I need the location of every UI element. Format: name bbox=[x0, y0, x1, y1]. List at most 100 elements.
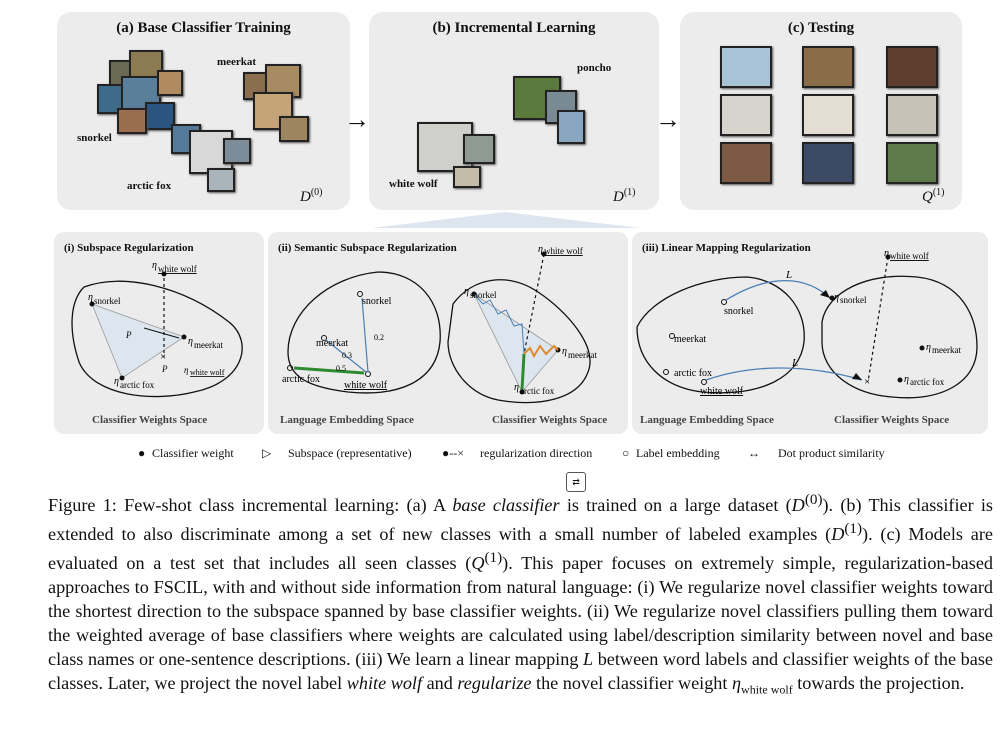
svg-text:snorkel: snorkel bbox=[362, 296, 392, 307]
svg-text:P: P bbox=[161, 364, 168, 374]
svg-text:η: η bbox=[114, 376, 119, 387]
svg-text:L: L bbox=[785, 269, 792, 281]
svg-text:arctic fox: arctic fox bbox=[910, 377, 945, 387]
svg-text:η: η bbox=[562, 346, 567, 357]
panel-iii-title: (iii) Linear Mapping Regularization bbox=[642, 242, 811, 254]
panel-b-title: (b) Incremental Learning bbox=[432, 20, 596, 36]
svg-text:meerkat: meerkat bbox=[568, 350, 597, 360]
svg-text:×: × bbox=[864, 376, 870, 388]
semantic-diagram: snorkel meerkat arctic fox white wolf 0.… bbox=[282, 244, 597, 404]
svg-text:meerkat: meerkat bbox=[316, 338, 348, 349]
space-label-left: Language Embedding Space bbox=[280, 414, 414, 426]
arrow-right-icon: → bbox=[655, 105, 681, 134]
svg-text:0.5: 0.5 bbox=[336, 364, 346, 373]
svg-text:×: × bbox=[160, 351, 166, 363]
double-arrow-icon: ↔ bbox=[748, 446, 760, 460]
svg-text:η: η bbox=[538, 244, 543, 255]
svg-text:white wolf: white wolf bbox=[700, 386, 744, 397]
legend-reg-direction: regularization direction bbox=[480, 446, 593, 460]
legend-subspace: Subspace (representative) bbox=[288, 446, 412, 460]
image-thumbnail bbox=[453, 166, 481, 188]
translate-icon[interactable]: ⇄ bbox=[566, 472, 586, 492]
image-thumbnail bbox=[886, 46, 938, 88]
svg-text:white wolf: white wolf bbox=[544, 246, 583, 256]
svg-text:snorkel: snorkel bbox=[470, 290, 497, 300]
panel-c-title: (c) Testing bbox=[787, 20, 855, 36]
image-thumbnail bbox=[802, 142, 854, 184]
space-label-right: Classifier Weights Space bbox=[834, 414, 950, 426]
dot-icon: ● bbox=[138, 446, 146, 460]
legend: ● Classifier weight ▷ Subspace (represen… bbox=[0, 442, 1007, 464]
panel-incremental-learning: (b) Incremental Learning poncho white wo… bbox=[369, 12, 659, 210]
image-thumbnail bbox=[117, 108, 147, 134]
image-thumbnail bbox=[886, 94, 938, 136]
dataset-d1: D(1) bbox=[613, 187, 636, 205]
panel-ii-title: (ii) Semantic Subspace Regularization bbox=[278, 242, 457, 254]
space-label: Classifier Weights Space bbox=[92, 414, 208, 426]
svg-text:η: η bbox=[464, 286, 469, 297]
image-thumbnail bbox=[279, 116, 309, 142]
arrow-right-icon: → bbox=[344, 105, 370, 134]
panel-i-title: (i) Subspace Regularization bbox=[64, 242, 194, 254]
svg-text:η: η bbox=[884, 248, 889, 259]
panel-linear-mapping-regularization: (iii) Linear Mapping Regularization L L … bbox=[632, 232, 988, 434]
svg-text:meerkat: meerkat bbox=[194, 340, 223, 350]
dataset-d0: D(0) bbox=[300, 187, 323, 205]
svg-text:0.3: 0.3 bbox=[342, 351, 352, 360]
image-thumbnail bbox=[720, 46, 772, 88]
space-label-right: Classifier Weights Space bbox=[492, 414, 608, 426]
image-thumbnail bbox=[207, 168, 235, 192]
image-thumbnail bbox=[157, 70, 183, 96]
label-white-wolf: white wolf bbox=[389, 178, 438, 190]
legend-classifier-weight: Classifier weight bbox=[152, 446, 234, 460]
svg-text:white wolf: white wolf bbox=[158, 264, 197, 274]
svg-text:meerkat: meerkat bbox=[932, 345, 961, 355]
image-thumbnail bbox=[720, 142, 772, 184]
label-arctic-fox: arctic fox bbox=[127, 180, 172, 192]
panel-a-title: (a) Base Classifier Training bbox=[116, 20, 291, 36]
svg-text:snorkel: snorkel bbox=[94, 296, 121, 306]
svg-text:L: L bbox=[791, 357, 798, 369]
panel-semantic-subspace-regularization: (ii) Semantic Subspace Regularization sn… bbox=[268, 232, 628, 434]
svg-text:0.2: 0.2 bbox=[374, 333, 384, 342]
panel-base-training: (a) Base Classifier Training meerkat sno… bbox=[57, 12, 350, 210]
svg-text:η: η bbox=[834, 292, 839, 303]
dataset-q1: Q(1) bbox=[922, 187, 945, 205]
svg-text:η: η bbox=[184, 365, 189, 375]
svg-text:arctic fox: arctic fox bbox=[282, 374, 320, 385]
connector-shape bbox=[372, 212, 640, 228]
circle-icon: ○ bbox=[622, 446, 630, 460]
label-meerkat: meerkat bbox=[217, 56, 257, 68]
image-thumbnail bbox=[223, 138, 251, 164]
svg-text:meerkat: meerkat bbox=[674, 334, 706, 345]
svg-text:snorkel: snorkel bbox=[724, 306, 754, 317]
svg-text:white wolf: white wolf bbox=[190, 368, 225, 377]
linear-mapping-diagram: L L × snorkel meerkat arctic fox white w… bbox=[636, 248, 978, 399]
dashed-arrow-icon: ●--× bbox=[442, 446, 465, 460]
label-snorkel: snorkel bbox=[77, 132, 112, 144]
svg-text:η: η bbox=[904, 374, 909, 385]
svg-text:arctic fox: arctic fox bbox=[674, 368, 712, 379]
svg-text:η: η bbox=[152, 260, 157, 271]
svg-text:arctic fox: arctic fox bbox=[520, 386, 555, 396]
image-thumbnail bbox=[463, 134, 495, 164]
image-thumbnail bbox=[720, 94, 772, 136]
legend-dot-product: Dot product similarity bbox=[778, 446, 885, 460]
svg-text:white wolf: white wolf bbox=[344, 380, 388, 391]
svg-text:η: η bbox=[88, 292, 93, 303]
svg-text:η: η bbox=[188, 336, 193, 347]
figure-caption: Figure 1: Few-shot class incremental lea… bbox=[48, 491, 994, 697]
panel-testing: (c) Testing Q(1) bbox=[680, 12, 962, 210]
image-thumbnail bbox=[886, 142, 938, 184]
svg-text:arctic fox: arctic fox bbox=[120, 380, 155, 390]
legend-label-embedding: Label embedding bbox=[636, 446, 720, 460]
image-thumbnail bbox=[557, 110, 585, 144]
svg-text:η: η bbox=[514, 382, 519, 393]
space-label-left: Language Embedding Space bbox=[640, 414, 774, 426]
label-poncho: poncho bbox=[577, 62, 612, 74]
svg-text:snorkel: snorkel bbox=[840, 295, 867, 305]
image-thumbnail bbox=[802, 94, 854, 136]
svg-text:η: η bbox=[926, 342, 931, 353]
